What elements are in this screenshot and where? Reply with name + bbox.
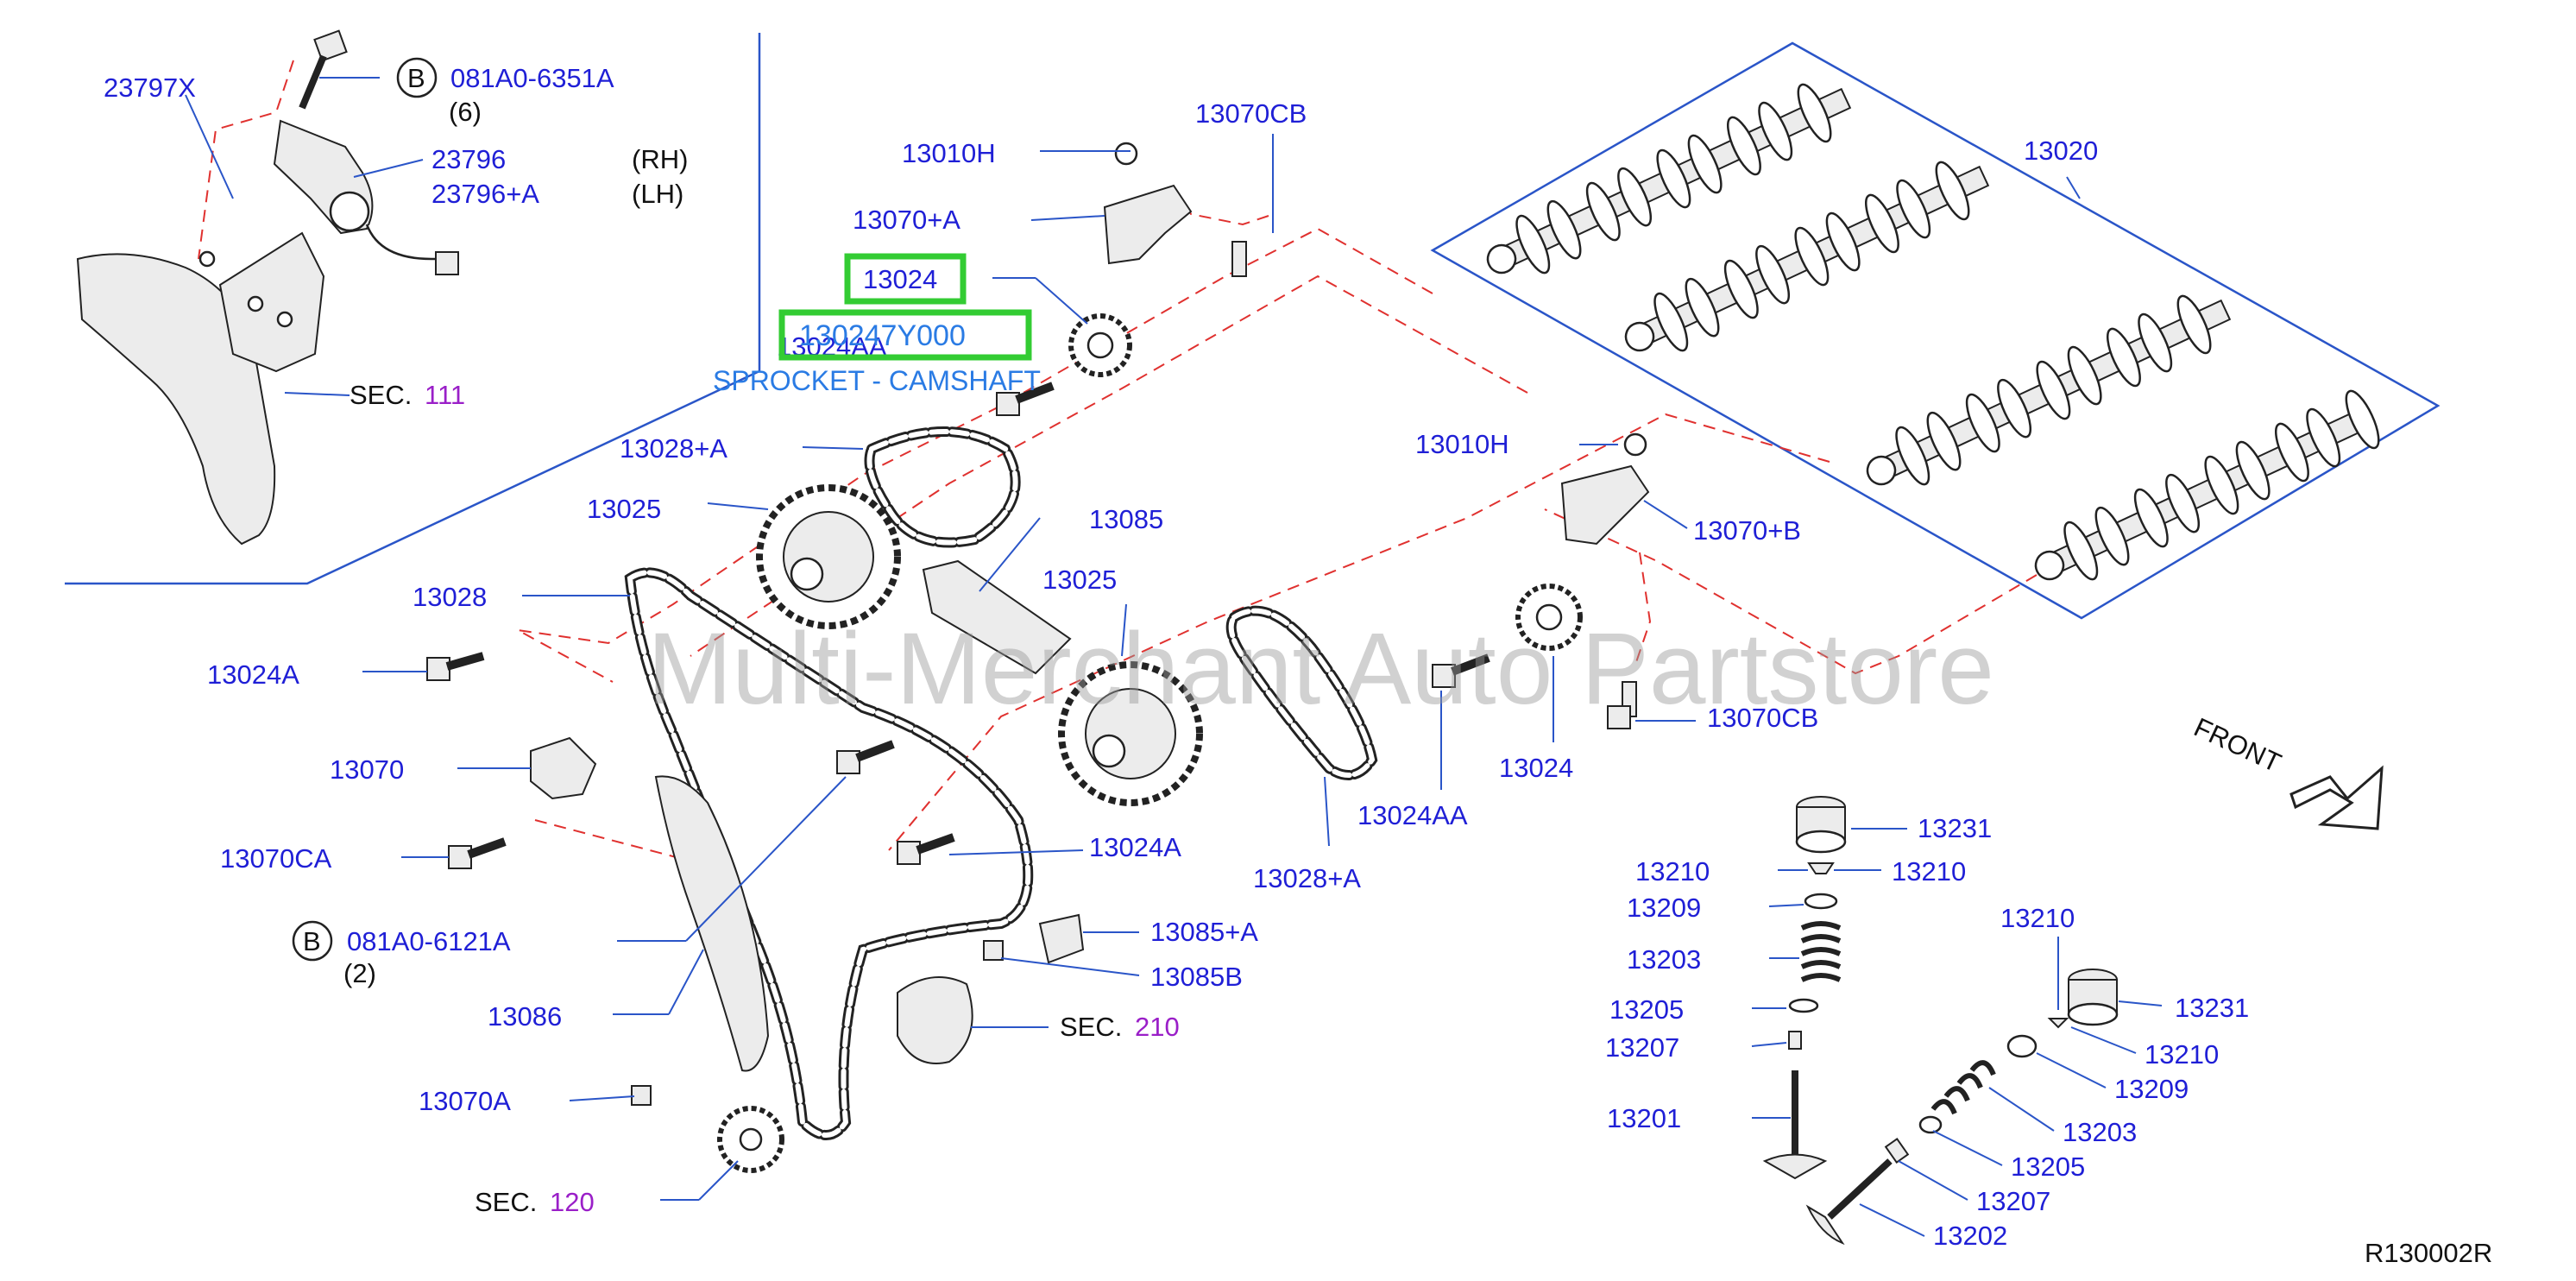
watermark: Multi-Merchant Auto Partstore [647,612,1994,726]
label-qty-6: (6) [449,97,482,127]
label-sec-111-prefix: SEC. [350,380,412,410]
bolt-callout-circle-b2 [292,920,333,962]
label-23796-a: 23796+A [431,179,539,209]
label-13231-b: 13231 [2175,993,2249,1023]
label-13203-a: 13203 [1627,944,1701,975]
label-13086: 13086 [488,1001,562,1032]
label-13070: 13070 [330,754,404,785]
label-13028-a-bottom: 13028+A [1253,863,1361,893]
label-13024aa-bottom: 13024AA [1357,800,1468,830]
highlighted-part-description: SPROCKET - CAMSHAFT [713,365,1041,396]
label-sec-120-prefix: SEC. [475,1187,537,1217]
label-23797x: 23797X [104,73,196,103]
label-13209-b: 13209 [2114,1074,2189,1104]
camshaft-position-sensor [273,119,459,275]
chain-guide-13086 [654,775,770,1072]
label-13231-a: 13231 [1918,813,1992,843]
leader-lines [185,77,2163,1237]
camshaft-sprocket-right [1515,584,1583,651]
label-13070a: 13070A [419,1086,511,1116]
chain-guide-13085 [922,559,1072,675]
label-13205-a: 13205 [1609,994,1684,1025]
label-13070cb-top: 13070CB [1195,98,1307,129]
crankshaft-sprocket [717,1106,784,1173]
label-13028-a-top: 13028+A [620,433,727,464]
vtc-sprocket-mid [1058,661,1203,806]
valve-train-a [1762,796,1847,1180]
label-qty-2: (2) [343,958,376,988]
label-13024a-mid: 13024A [1089,832,1181,862]
label-front: FRONT [2189,712,2286,779]
label-081a0-6121a: 081A0-6121A [347,926,511,956]
tensioner-13070 [530,736,597,800]
label-lh: (LH) [632,179,683,209]
valve-train-b [1805,969,2119,1246]
label-13210-a2: 13210 [1892,856,1966,887]
label-13085b: 13085B [1150,962,1243,992]
label-rh: (RH) [632,144,688,174]
bolts [426,382,1631,1106]
bolt-callout-circle-b1 [396,57,438,98]
label-13024-right: 13024 [1499,753,1573,783]
highlighted-part[interactable]: 13024 13024AA 130247Y000 SPROCKET - CAMS… [713,253,1041,396]
label-13205-b: 13205 [2011,1152,2085,1182]
label-13207-a: 13207 [1605,1032,1679,1063]
camshaft-group-frame [1430,41,2441,620]
label-13020: 13020 [2024,136,2098,166]
vtc-sprocket-left [756,484,901,629]
label-13025-mid: 13025 [1042,565,1117,595]
label-13025-left: 13025 [587,494,661,524]
front-direction-arrow [2289,765,2384,830]
chain-tensioner-lower [1038,913,1085,964]
label-13010h-top: 13010H [902,138,996,168]
reference-code: R130002R [2365,1238,2492,1268]
label-13070-b-plus: 13070+B [1693,515,1801,546]
label-13085-a-plus: 13085+A [1150,917,1258,947]
sec210-tensioner-housing [897,976,973,1064]
label-sec-210-prefix: SEC. [1060,1012,1122,1042]
chain-tensioner-top [1103,142,1247,277]
alignment-dashed-lines [198,60,2037,1037]
camshaft-sprocket-small [1068,313,1132,377]
highlight-box-part-number[interactable] [778,309,1032,361]
cam-position-sensor-bracket [76,231,325,546]
label-13210-b1: 13210 [2000,903,2075,933]
label-23796: 23796 [431,144,506,174]
label-13201: 13201 [1607,1103,1681,1133]
label-13210-a1: 13210 [1635,856,1710,887]
label-13085: 13085 [1089,504,1163,534]
label-13070cb-right: 13070CB [1707,703,1818,733]
label-13070a-plus: 13070+A [853,205,960,235]
label-13209-a: 13209 [1627,893,1701,923]
highlighted-part-number[interactable]: 130247Y000 [799,319,966,352]
label-bolt-b1: B [407,63,425,93]
label-sec-111-num: 111 [425,380,465,410]
label-bolt-b2: B [303,926,321,956]
chain-tensioner-right [1560,432,1650,717]
label-sec-210-num: 210 [1135,1012,1180,1042]
label-13207-b: 13207 [1976,1186,2050,1216]
sensor-bolt [299,29,348,110]
label-13070ca: 13070CA [220,843,332,874]
camshafts [1486,83,2386,585]
label-13210-b2: 13210 [2145,1039,2219,1070]
inset-frame [65,33,761,585]
label-13010h-right: 13010H [1415,429,1509,459]
label-13024-highlighted: 13024 [863,264,937,294]
label-13024a-top: 13024A [207,659,299,690]
label-13028: 13028 [413,582,487,612]
label-081a0-6351a: 081A0-6351A [450,63,614,93]
label-sec-120-num: 120 [550,1187,595,1217]
label-13202: 13202 [1933,1221,2007,1251]
label-13203-b: 13203 [2063,1117,2137,1147]
highlight-box-13024[interactable] [844,253,967,305]
